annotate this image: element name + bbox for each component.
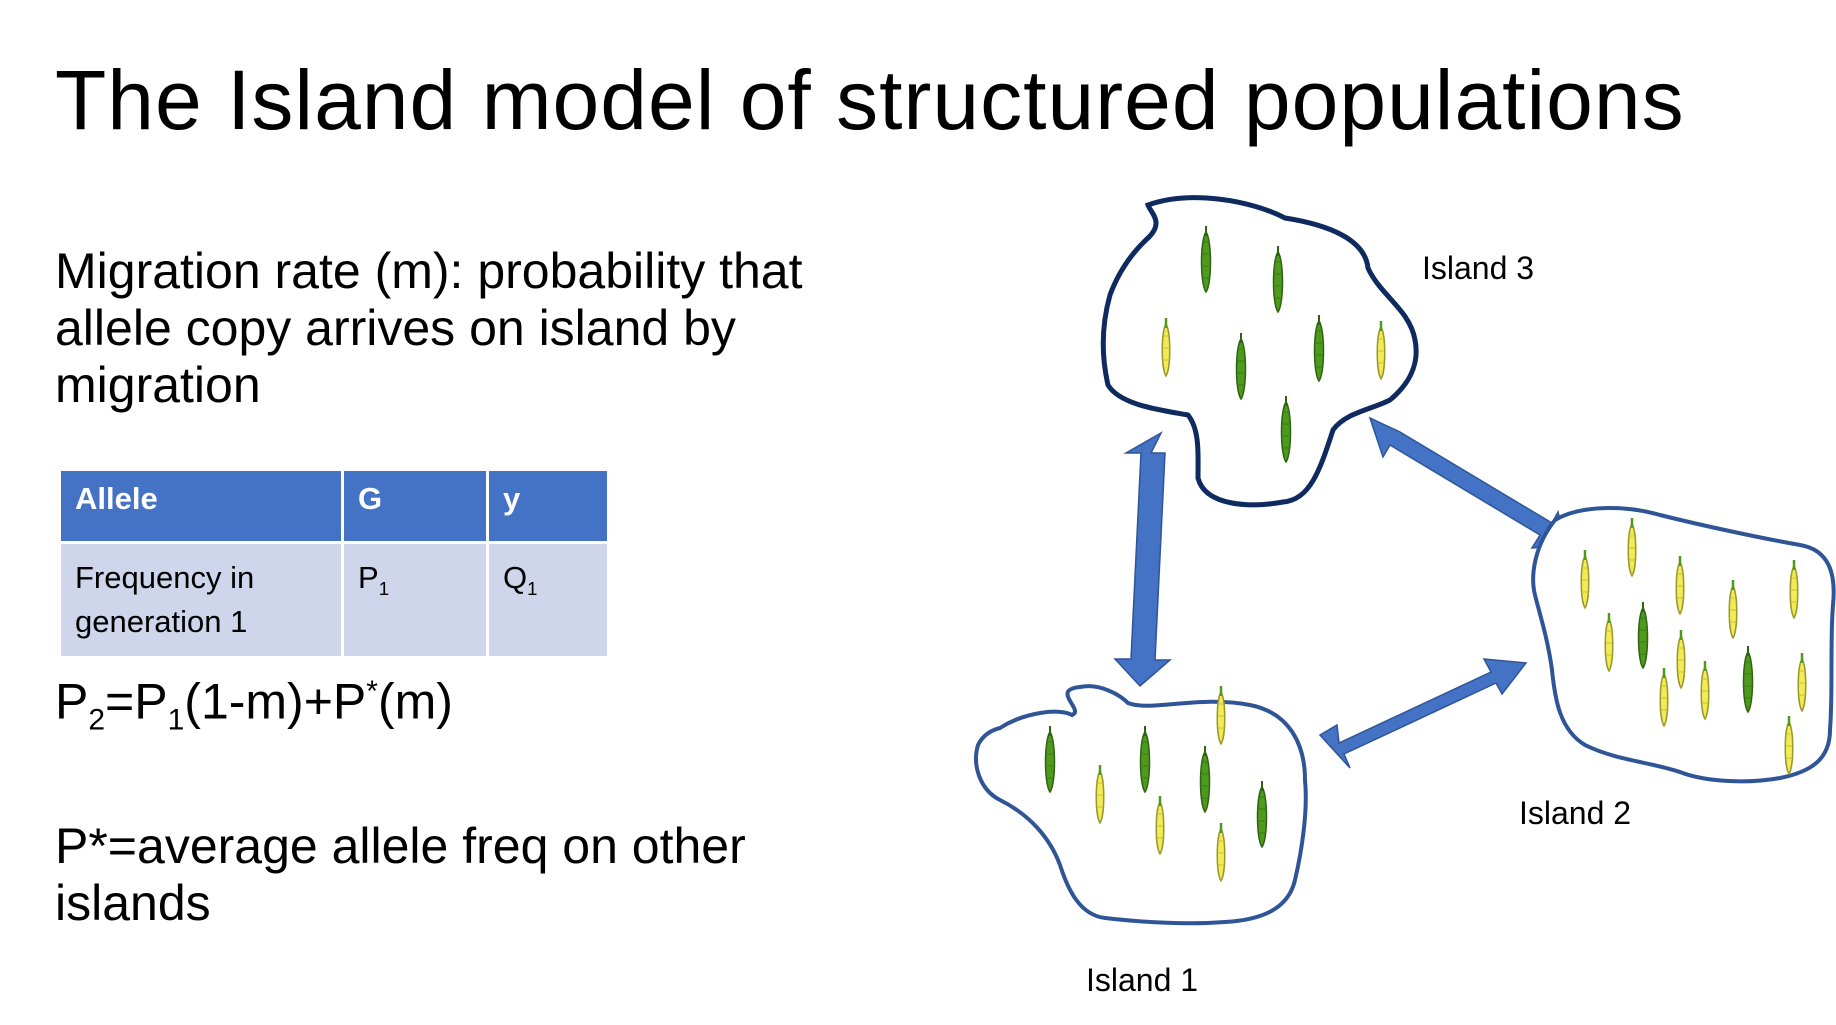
double-arrow-icon [1113, 431, 1173, 688]
allele-frequency-table: Allele G y Frequency in generation 1 P1 … [58, 468, 610, 659]
island-1-shape [974, 684, 1308, 926]
eq-equals-p: =P [105, 673, 168, 730]
table-header-allele: Allele [61, 471, 341, 541]
corn-cob-icon [1216, 684, 1226, 746]
island-3-shape [1100, 195, 1419, 508]
table-cell-p1: P1 [344, 544, 486, 656]
island-1-label: Island 1 [1086, 962, 1199, 998]
eq-sub2: 2 [88, 703, 106, 737]
eq-middle: (1-m)+P [184, 673, 367, 730]
eq-star: * [366, 675, 378, 708]
double-arrow-icon [1318, 658, 1528, 769]
migration-equation: P2=P1(1-m)+P*(m) [55, 662, 453, 751]
p-symbol: P [358, 560, 379, 595]
q-subscript: 1 [527, 578, 538, 600]
island-2-label: Island 2 [1519, 795, 1632, 831]
eq-sub1: 1 [167, 703, 185, 737]
pstar-definition: P*=average allele freq on other islands [55, 818, 746, 931]
table-header-y: y [489, 471, 607, 541]
double-arrow-icon [1368, 416, 1567, 549]
q-symbol: Q [503, 560, 528, 595]
table-header-row: Allele G y [61, 471, 607, 541]
table-cell-row-label: Frequency in generation 1 [61, 544, 341, 656]
eq-end: (m) [377, 673, 453, 730]
table-cell-q1: Q1 [489, 544, 607, 656]
table-row: Frequency in generation 1 P1 Q1 [61, 544, 607, 656]
migration-definition: Migration rate (m): probability that all… [55, 243, 803, 413]
p-subscript: 1 [378, 578, 390, 600]
island-3-label: Island 3 [1422, 250, 1535, 286]
eq-p2: P [55, 673, 89, 730]
table-header-g: G [344, 471, 486, 541]
slide-title: The Island model of structured populatio… [55, 53, 1685, 147]
